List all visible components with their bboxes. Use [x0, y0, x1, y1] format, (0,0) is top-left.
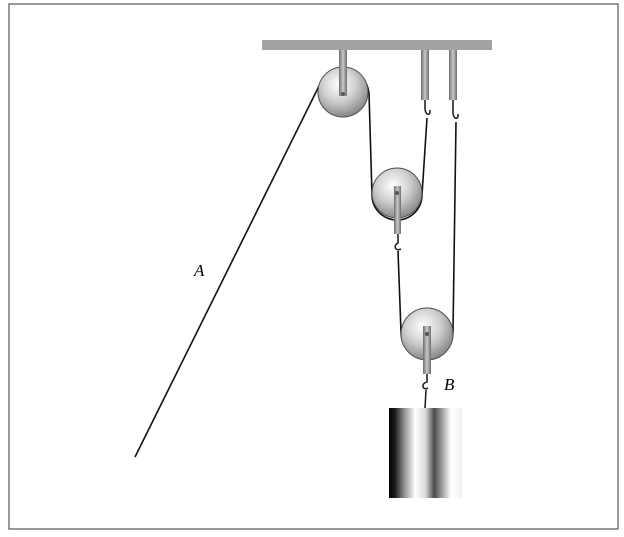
- anchor-hook-right-icon: [452, 100, 459, 120]
- bottom-pulley-hook-icon: [422, 374, 429, 390]
- middle-pulley-hook-icon: [394, 234, 402, 251]
- label-b: B: [444, 375, 455, 394]
- hooks: [394, 100, 459, 390]
- hanging-weight: [389, 408, 462, 498]
- rope-a: [134, 85, 320, 458]
- weight-link: [424, 389, 427, 409]
- bottom-pulley: [400, 307, 454, 374]
- ceiling-bar: [262, 40, 492, 50]
- rope-top-to-middle: [368, 92, 373, 196]
- anchor-rod-right: [449, 50, 457, 100]
- label-a: A: [193, 261, 205, 280]
- rope-anchor-to-bottom: [452, 121, 457, 333]
- rope-middle-to-anchor: [421, 117, 428, 196]
- ropes: [134, 68, 457, 458]
- top-pulley: [317, 66, 369, 118]
- diagram-frame: [8, 3, 619, 530]
- anchor-rod-left: [421, 50, 429, 100]
- middle-pulley: [371, 167, 423, 234]
- rope-bottom-to-middle-hook: [397, 250, 402, 333]
- anchor-hook-left-icon: [424, 100, 431, 116]
